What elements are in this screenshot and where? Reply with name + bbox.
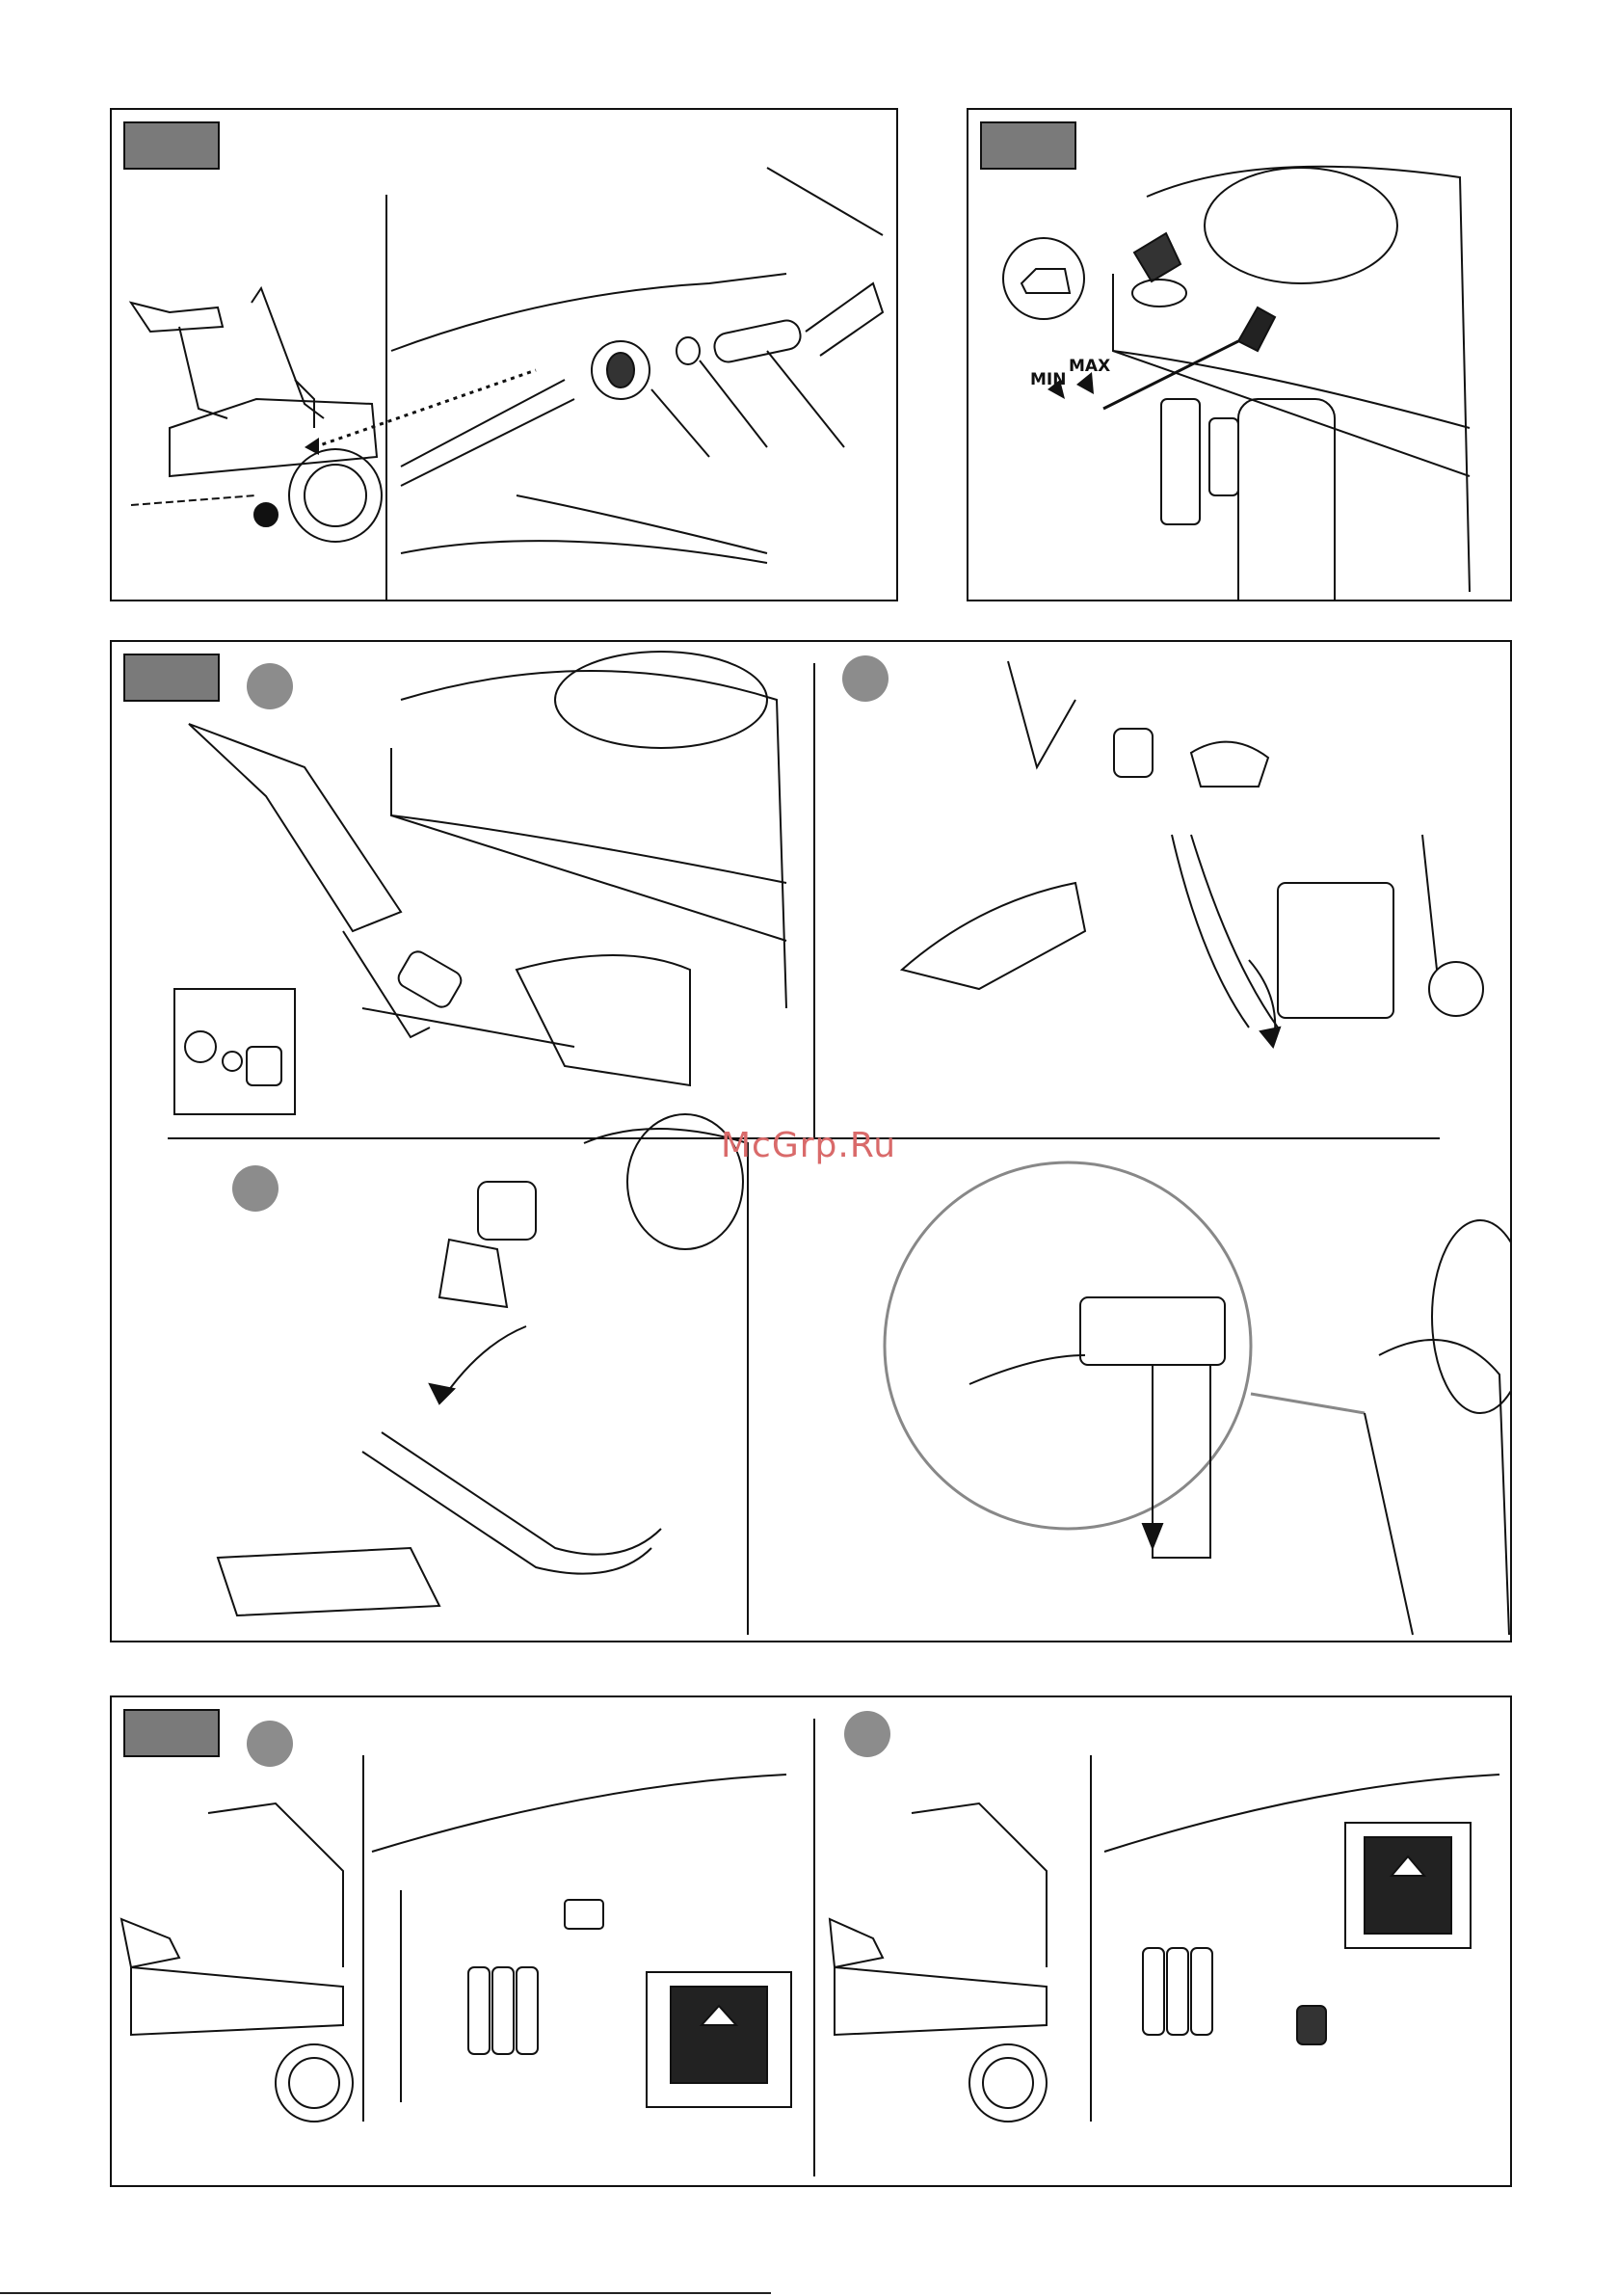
- page-footer-rule: [0, 2292, 771, 2294]
- oil-can-icon: [1003, 238, 1084, 319]
- engine-dipstick-drawing: [968, 110, 1512, 601]
- figure-panel-oil-level: MIN MAX: [967, 108, 1512, 601]
- battery-connector-drawing: [112, 1697, 1512, 2187]
- dipstick-max-label: MAX: [1069, 357, 1110, 376]
- dipstick-min-label: MIN: [1030, 370, 1066, 389]
- figure-panel-fuel-line: [110, 108, 898, 601]
- mower-side-view-drawing: [112, 110, 898, 601]
- watermark-text: McGrp.Ru: [721, 1126, 896, 1165]
- figure-panel-battery-connector: [110, 1695, 1512, 2187]
